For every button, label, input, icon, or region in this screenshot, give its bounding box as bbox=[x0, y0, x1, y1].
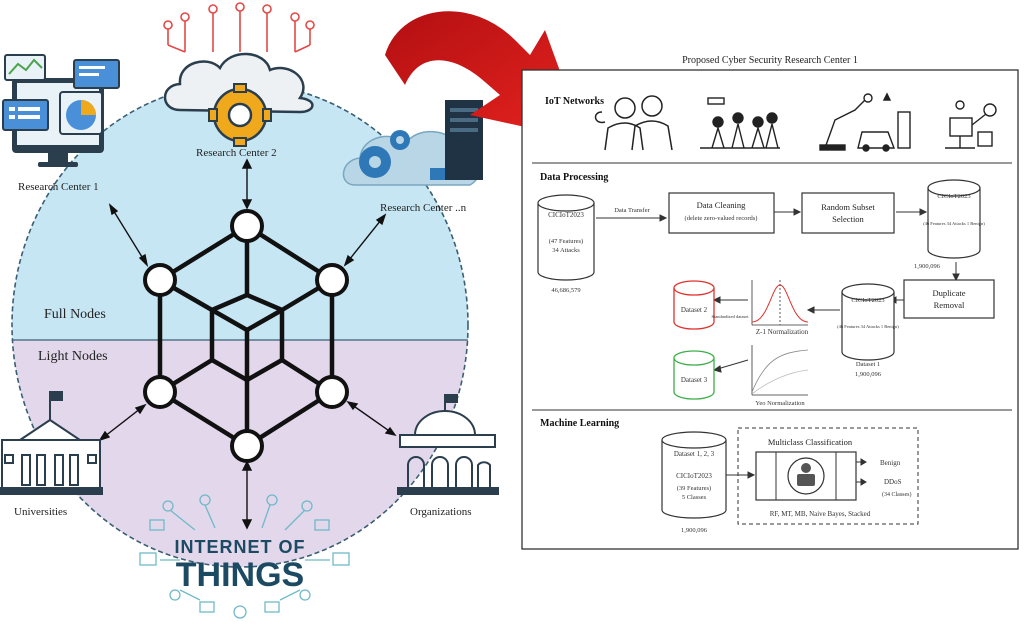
clean-label: Dataset 1 bbox=[856, 361, 880, 368]
node-top bbox=[230, 209, 264, 243]
z-normalization-label: Z-1 Normalization bbox=[756, 328, 809, 336]
dataset-main-cylinder bbox=[537, 194, 595, 281]
ddos-label: DDoS bbox=[884, 478, 902, 486]
panel-title: Proposed Cyber Security Research Center … bbox=[682, 55, 858, 66]
iot-title-line1: INTERNET OF bbox=[175, 537, 306, 557]
dataset-main-size: 46,686,579 bbox=[551, 287, 580, 294]
crowd-icon bbox=[700, 97, 780, 149]
research-center-2-label: Research Center 2 bbox=[196, 147, 277, 159]
cloud-server-icon bbox=[342, 100, 483, 186]
duplicate-title: Duplicate bbox=[932, 288, 965, 298]
dataset-main-name: CICIoT2023 bbox=[548, 211, 584, 219]
ml-dataset-cylinder bbox=[661, 431, 727, 519]
data-cleaning-title: Data Cleaning bbox=[697, 200, 747, 210]
duplicate-removal-box bbox=[903, 279, 995, 319]
clean-info: (46 Features 34 Attacks 1 Benign) bbox=[837, 324, 899, 329]
connection-arrows bbox=[98, 158, 397, 530]
dataset-main-info2: 34 Attacks bbox=[552, 247, 580, 254]
university-building-icon bbox=[0, 391, 103, 495]
dataset-2-label: Dataset 2 bbox=[681, 306, 708, 314]
light-nodes-label: Light Nodes bbox=[38, 349, 108, 364]
clean-dataset-cylinder bbox=[841, 283, 895, 361]
clean-name: CICIoT2023 bbox=[851, 297, 884, 304]
yeo-normalization-chart bbox=[751, 345, 809, 396]
data-cleaning-box bbox=[668, 192, 775, 234]
duplicate-sub: Removal bbox=[934, 300, 965, 310]
algorithms-label: RF, MT, MB, Naive Bayes, Stacked bbox=[770, 510, 871, 518]
node-upper-left bbox=[143, 263, 177, 297]
organizations-label: Organizations bbox=[410, 506, 472, 518]
node-lower-right bbox=[315, 375, 349, 409]
research-center-n-label: Research Center ..n bbox=[380, 202, 467, 214]
neural-network-icon bbox=[787, 457, 825, 495]
dataset-3-cylinder bbox=[673, 350, 715, 400]
ml-dataset-info2: 5 Classes bbox=[682, 494, 707, 501]
clean-size: 1,900,096 bbox=[855, 371, 882, 378]
subset-cylinder bbox=[927, 179, 981, 259]
monitor-dashboard-icon bbox=[2, 54, 120, 167]
random-subset-title: Random Subset bbox=[821, 202, 875, 212]
subset-size: 1,900,096 bbox=[914, 263, 941, 270]
ml-dataset-name: CICIoT2023 bbox=[676, 472, 712, 480]
subset-info: (46 Features 34 Attacks 1 Benign) bbox=[923, 221, 985, 226]
data-transfer-label: Data Transfer bbox=[614, 207, 650, 214]
research-center-1-label: Research Center 1 bbox=[18, 181, 99, 193]
yeo-normalization-label: Yeo Normalization bbox=[755, 400, 805, 407]
blockchain-nodes bbox=[143, 209, 349, 463]
benign-label: Benign bbox=[880, 459, 901, 467]
machine-learning-label: Machine Learning bbox=[540, 418, 619, 429]
subset-name: CICIoT2023 bbox=[937, 193, 970, 200]
cloud-gear-icon bbox=[163, 2, 315, 147]
z-normalization-chart bbox=[751, 280, 809, 326]
iot-devices-icon bbox=[139, 494, 350, 619]
devices-icon bbox=[945, 100, 997, 149]
dataset-2-cylinder bbox=[673, 280, 715, 330]
node-upper-right bbox=[315, 263, 349, 297]
ml-dataset-title: Dataset 1, 2, 3 bbox=[674, 450, 715, 458]
node-lower-left bbox=[143, 375, 177, 409]
classes-label: (34 Classes) bbox=[882, 491, 912, 498]
node-bottom bbox=[230, 429, 264, 463]
ml-dataset-size: 1,900,096 bbox=[681, 527, 708, 534]
organization-building-icon bbox=[397, 394, 499, 495]
random-subset-box bbox=[801, 192, 895, 234]
multiclass-box bbox=[737, 427, 919, 525]
iot-title-line2: THINGS bbox=[176, 556, 304, 594]
universities-label: Universities bbox=[14, 506, 67, 518]
iot-networks-label: IoT Networks bbox=[545, 96, 604, 107]
dataset-main-info1: (47 Features) bbox=[549, 238, 583, 245]
full-nodes-label: Full Nodes bbox=[44, 307, 106, 322]
robot-car-icon bbox=[819, 92, 911, 152]
multiclass-title: Multiclass Classification bbox=[768, 437, 853, 447]
dataset-3-label: Dataset 3 bbox=[681, 376, 708, 384]
ml-dataset-info1: (39 Features) bbox=[677, 485, 711, 492]
dataset-2-info: Standardized dataset bbox=[711, 314, 749, 319]
data-cleaning-sub: (delete zero-valued records) bbox=[685, 215, 758, 222]
random-subset-sub: Selection bbox=[832, 214, 864, 224]
people-icon bbox=[594, 95, 673, 151]
data-processing-label: Data Processing bbox=[540, 172, 608, 183]
